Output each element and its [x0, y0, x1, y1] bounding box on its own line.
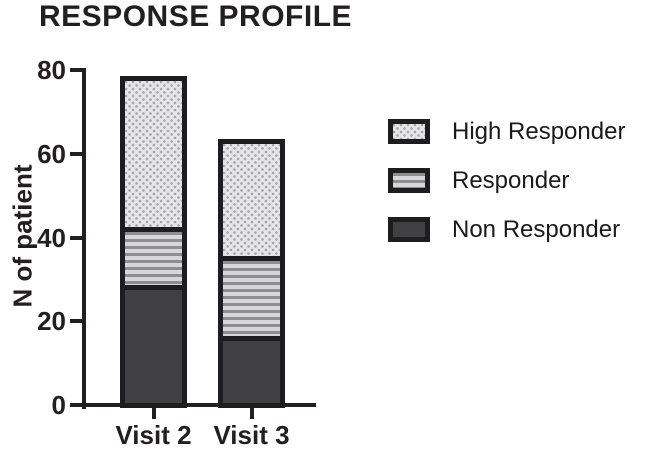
y-tick-label: 80: [37, 55, 66, 85]
y-tick-mark: [70, 319, 82, 324]
y-axis-title: N of patient: [7, 164, 38, 308]
legend-item: High Responder: [388, 117, 626, 145]
legend-label: High Responder: [452, 117, 626, 145]
legend-item: Non Responder: [388, 215, 625, 243]
bar-segment-solid: [120, 285, 187, 408]
legend-label: Non Responder: [452, 215, 621, 243]
legend-swatch-dots: [388, 119, 430, 144]
x-axis-line: [70, 403, 316, 407]
y-tick-mark: [70, 403, 82, 407]
bar-segment-solid: [218, 335, 285, 408]
y-axis-line: [82, 68, 86, 409]
bar-segment-dots: [218, 138, 285, 261]
y-tick-label: 40: [37, 222, 66, 253]
y-tick-label: 0: [51, 390, 66, 420]
legend-item: Responder: [388, 166, 625, 194]
legend-swatch-solid: [388, 217, 430, 242]
chart-title: RESPONSE PROFILE: [39, 0, 353, 33]
bar-segment-hlines: [218, 255, 285, 341]
x-tick-label: Visit 3: [213, 420, 290, 450]
y-tick-label: 20: [37, 306, 66, 337]
bar-segment-dots: [120, 75, 187, 232]
y-tick-mark: [70, 235, 82, 240]
y-tick-mark: [70, 151, 82, 156]
x-tick-mark: [249, 407, 254, 419]
x-tick-label: Visit 2: [115, 420, 192, 450]
legend-swatch-hlines: [388, 168, 430, 193]
y-tick-label: 60: [37, 138, 66, 169]
legend-label: Responder: [452, 166, 570, 194]
x-tick-mark: [151, 407, 156, 419]
bar-segment-hlines: [120, 226, 187, 291]
y-tick-mark: [70, 68, 82, 72]
